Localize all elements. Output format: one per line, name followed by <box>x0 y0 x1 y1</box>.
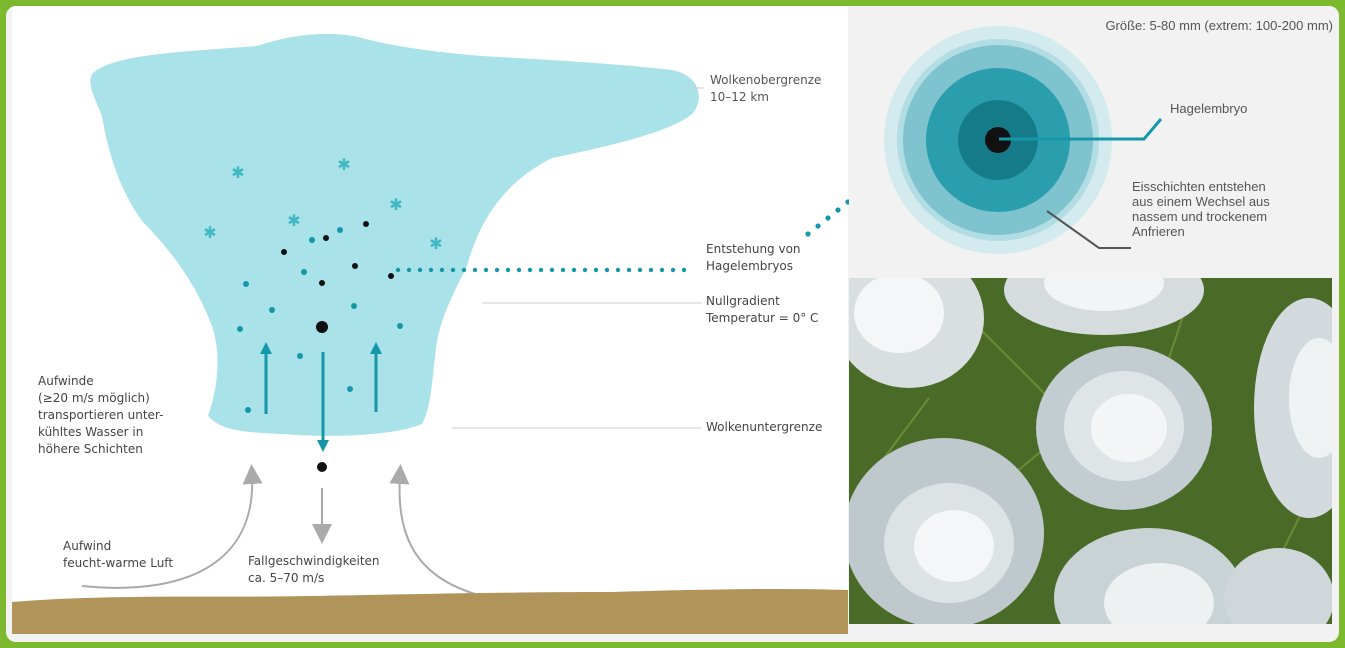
ice-layers-line1: Eisschichten entstehen <box>1132 179 1270 194</box>
ice-layers-label: Eisschichten entstehen aus einem Wechsel… <box>1132 179 1270 239</box>
hailstone-cross-section: Größe: 5-80 mm (extrem: 100-200 mm) Hage… <box>849 6 1339 271</box>
hailstones-illustration <box>849 278 1332 624</box>
ice-layers-line2: aus einem Wechsel aus <box>1132 194 1270 209</box>
hailstone <box>849 438 1044 624</box>
ice-layers-line4: Anfrieren <box>1132 224 1270 239</box>
connector-dots <box>396 175 881 272</box>
hail-embryo-label: Hagelembryo <box>1170 101 1247 116</box>
hailstone <box>1036 346 1212 510</box>
ice-layers-line3: nassem und trockenem <box>1132 209 1270 224</box>
infographic-frame: ✱ ✱ ✱ ✱ ✱ ✱ <box>6 6 1339 642</box>
hailstones-photo <box>849 278 1332 624</box>
